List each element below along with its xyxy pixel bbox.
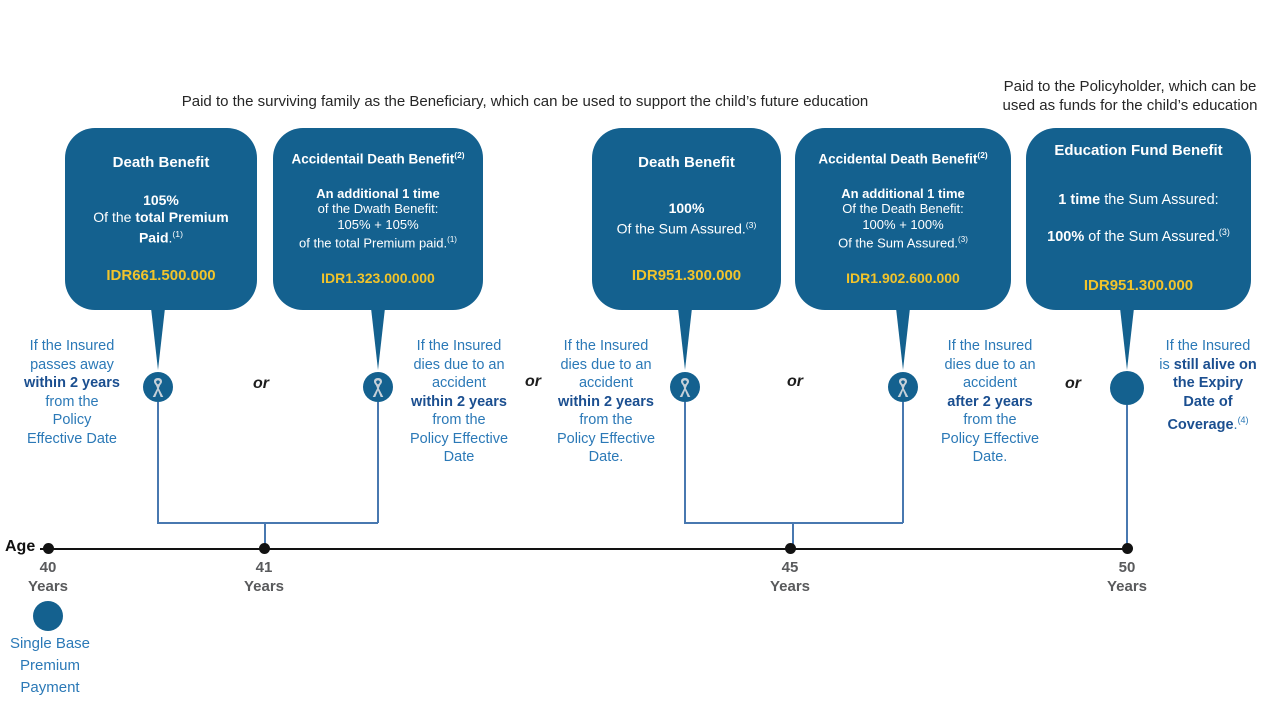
- event-marker-expiry-dot: [1110, 371, 1144, 405]
- awareness-ribbon-icon: [679, 377, 691, 397]
- connector-line: [684, 522, 903, 524]
- timeline-dot-45: [785, 543, 796, 554]
- connector-line: [902, 402, 904, 523]
- age-axis-label: Age: [5, 538, 36, 555]
- benefit-amount: IDR951.300.000: [1083, 276, 1194, 294]
- connector-line: [157, 402, 159, 523]
- bubble-pointer: [151, 308, 165, 370]
- connector-line: [792, 522, 794, 549]
- benefit-title: Accidental Death Benefit(2): [818, 150, 988, 167]
- age-unit: Years: [27, 578, 69, 595]
- age-unit: Years: [243, 578, 285, 595]
- connector-line: [264, 522, 266, 549]
- timeline-dot-41: [259, 543, 270, 554]
- benefit-amount: IDR1.902.600.000: [846, 269, 960, 286]
- or-label: or: [1065, 375, 1081, 392]
- bubble-pointer: [371, 308, 385, 370]
- awareness-ribbon-icon: [897, 377, 909, 397]
- age-tick-45: 45 Years: [745, 558, 835, 596]
- timeline-dot-50: [1122, 543, 1133, 554]
- connector-line: [157, 522, 378, 524]
- benefit-description: 1 time the Sum Assured:100% of the Sum A…: [1047, 191, 1230, 245]
- death-benefit-card-after2y: Death Benefit 100%Of the Sum Assured.(3)…: [592, 128, 781, 370]
- benefit-title: Death Benefit: [112, 154, 210, 171]
- benefit-amount: IDR951.300.000: [631, 267, 742, 284]
- or-label: or: [253, 375, 269, 392]
- accidental-death-benefit-card-year1: Accidentail Death Benefit(2) An addition…: [273, 128, 483, 370]
- age-value: 41: [255, 559, 273, 576]
- awareness-ribbon-icon: [152, 377, 164, 397]
- event-marker-accident-y1: [363, 372, 393, 402]
- accidental-death-benefit-card-after2y: Accidental Death Benefit(2) An additiona…: [795, 128, 1011, 370]
- age-unit: Years: [1106, 578, 1148, 595]
- event-marker-death-after2y: [670, 372, 700, 402]
- event-marker-accident-after2y: [888, 372, 918, 402]
- awareness-ribbon-icon: [372, 377, 384, 397]
- beneficiary-payout-note: Paid to the surviving family as the Bene…: [181, 93, 869, 110]
- connector-line: [1126, 405, 1128, 549]
- benefit-description: 100%Of the Sum Assured.(3): [616, 200, 757, 237]
- bubble-pointer: [1120, 308, 1134, 370]
- benefit-amount: IDR1.323.000.000: [321, 269, 435, 286]
- bubble-pointer: [678, 308, 692, 370]
- benefit-title: Death Benefit: [638, 154, 735, 171]
- connector-line: [684, 402, 686, 523]
- benefit-title: Accidentail Death Benefit(2): [291, 150, 465, 167]
- age-tick-40: 40 Years: [3, 558, 93, 596]
- age-value: 50: [1118, 559, 1136, 576]
- age-unit: Years: [769, 578, 811, 595]
- age-value: 45: [781, 559, 799, 576]
- benefit-amount: IDR661.500.000: [106, 267, 216, 284]
- education-fund-benefit-card: Education Fund Benefit 1 time the Sum As…: [1026, 128, 1251, 370]
- benefit-title: Education Fund Benefit: [1054, 142, 1223, 159]
- age-tick-41: 41 Years: [219, 558, 309, 596]
- event-marker-death-y1: [143, 372, 173, 402]
- timeline-axis: [40, 548, 1128, 550]
- age-tick-50: 50 Years: [1082, 558, 1172, 596]
- bubble-pointer: [896, 308, 910, 370]
- or-label: or: [525, 373, 541, 390]
- premium-payment-dot-icon: [33, 601, 63, 631]
- age-value: 40: [39, 559, 57, 576]
- or-label: or: [787, 373, 803, 390]
- timeline-dot-40: [43, 543, 54, 554]
- connector-line: [377, 402, 379, 523]
